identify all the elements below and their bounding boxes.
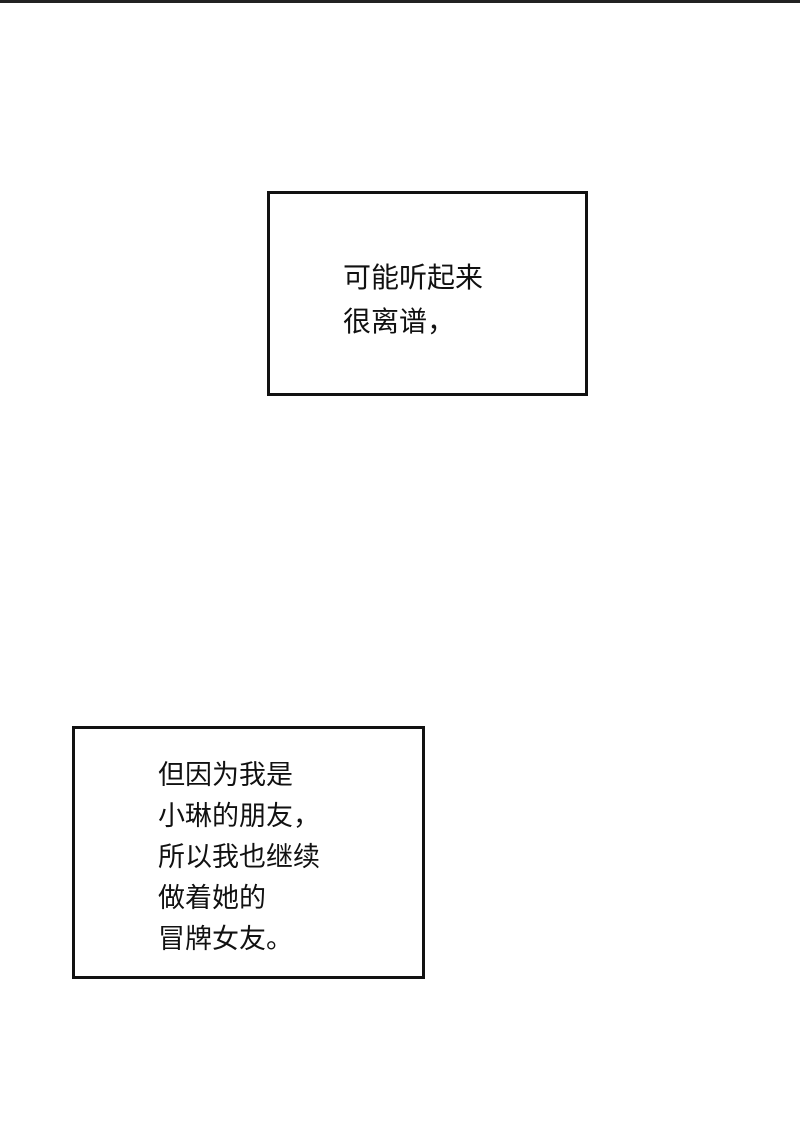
caption-line: 小琳的朋友， [158,801,320,832]
caption-box-2: 但因为我是 小琳的朋友， 所以我也继续 做着她的 冒牌女友。 [72,726,425,979]
caption-box-1: 可能听起来 很离谱， [267,191,588,396]
panel-top-border [0,0,800,3]
caption-line: 所以我也继续 [158,842,320,873]
caption-line: 很离谱， [343,305,456,338]
caption-line: 但因为我是 [158,760,293,791]
caption-text-1: 可能听起来 很离谱， [343,256,483,344]
caption-line: 可能听起来 [343,261,484,294]
caption-line: 冒牌女友。 [158,924,293,955]
caption-line: 做着她的 [158,883,266,914]
caption-text-2: 但因为我是 小琳的朋友， 所以我也继续 做着她的 冒牌女友。 [158,755,320,960]
